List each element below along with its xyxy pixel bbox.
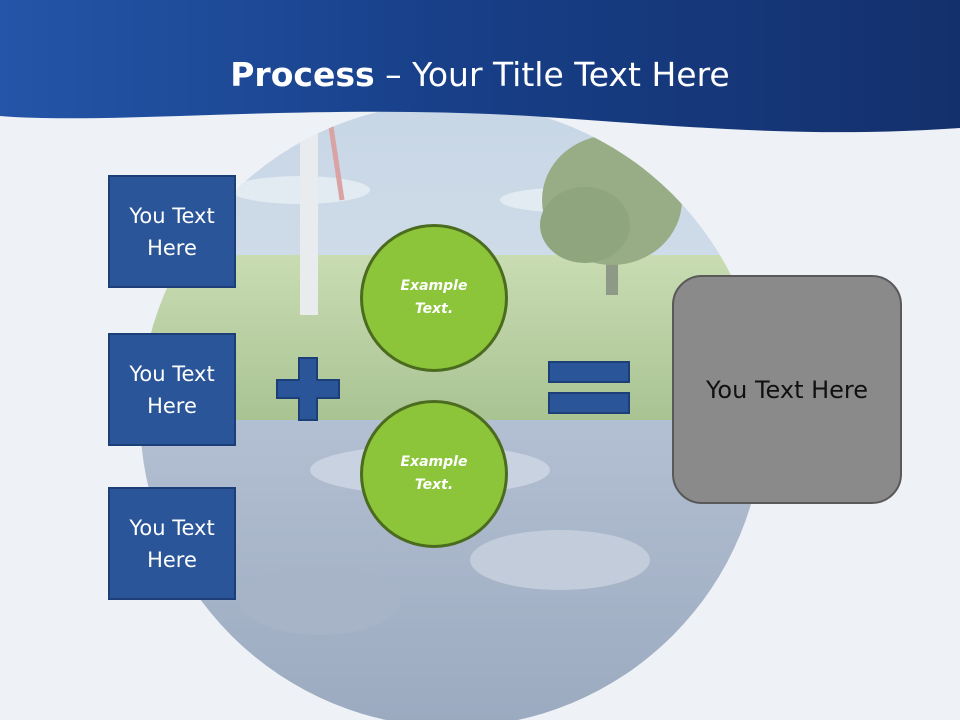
page-title: Process – Your Title Text Here: [0, 52, 960, 98]
header-band: [0, 0, 960, 133]
title-rest: – Your Title Text Here: [374, 55, 730, 94]
example-circle-2-label: Example Text.: [400, 454, 468, 493]
title-bold: Process: [230, 55, 375, 94]
equals-icon: [548, 361, 630, 414]
result-box-label: You Text Here: [705, 375, 869, 404]
text-box-1: You Text Here: [108, 175, 236, 288]
example-circle-2: Example Text.: [360, 400, 508, 548]
result-box: You Text Here: [672, 275, 902, 504]
example-circle-1: Example Text.: [360, 224, 508, 372]
text-box-3: You Text Here: [108, 487, 236, 600]
example-circle-1-label: Example Text.: [400, 278, 468, 317]
plus-icon: [276, 357, 340, 421]
text-box-1-label: You Text Here: [129, 203, 215, 260]
text-box-3-label: You Text Here: [129, 515, 215, 572]
text-box-2-label: You Text Here: [129, 361, 215, 418]
text-box-2: You Text Here: [108, 333, 236, 446]
